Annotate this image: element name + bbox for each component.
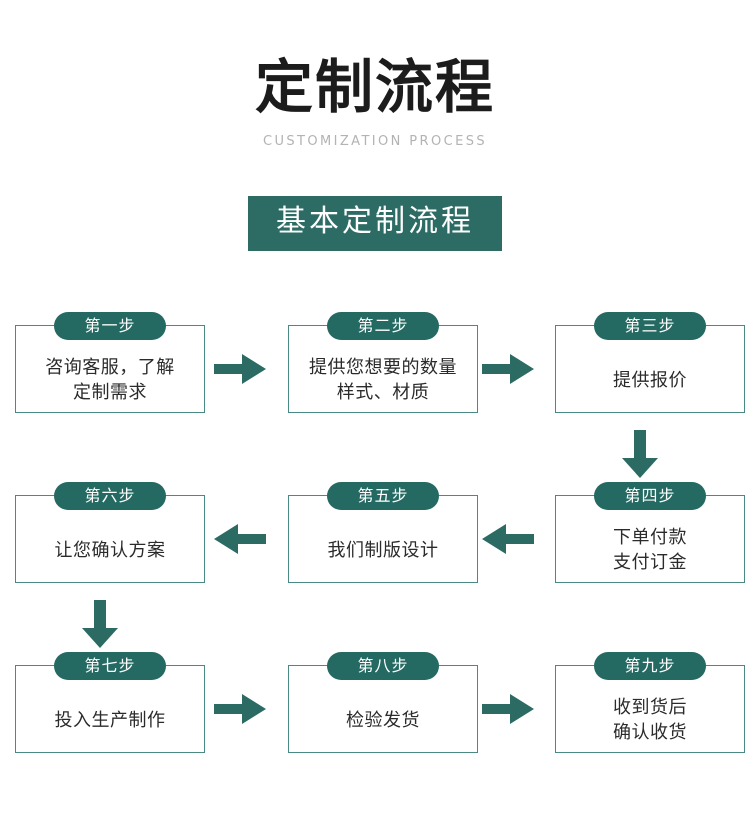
step-badge-4: 第四步 — [594, 482, 706, 510]
section-banner-wrap: 基本定制流程 — [0, 196, 750, 251]
step-badge-6: 第六步 — [54, 482, 166, 510]
step-badge-9: 第九步 — [594, 652, 706, 680]
flow-step-4[interactable]: 第四步 下单付款 支付订金 — [555, 482, 745, 583]
step-text-5: 我们制版设计 — [327, 539, 439, 561]
arrow-right-icon — [480, 690, 536, 728]
flow-step-2[interactable]: 第二步 提供您想要的数量 样式、材质 — [288, 312, 478, 413]
step-text-8: 检验发货 — [346, 709, 420, 731]
step-badge-5: 第五步 — [327, 482, 439, 510]
section-banner: 基本定制流程 — [248, 196, 502, 251]
flow-step-7[interactable]: 第七步 投入生产制作 — [15, 652, 205, 753]
step-text-9: 收到货后 确认收货 — [613, 697, 687, 743]
step-badge-1: 第一步 — [54, 312, 166, 340]
flow-step-8[interactable]: 第八步 检验发货 — [288, 652, 478, 753]
page-subtitle: CUSTOMIZATION PROCESS — [262, 134, 488, 149]
step-text-6: 让您确认方案 — [54, 539, 166, 561]
arrow-right-icon — [480, 350, 536, 388]
step-text-2: 提供您想要的数量 样式、材质 — [309, 357, 457, 403]
step-text-1: 咨询客服，了解 定制需求 — [45, 357, 175, 403]
step-text-3: 提供报价 — [613, 369, 687, 391]
step-text-7: 投入生产制作 — [54, 709, 166, 731]
arrow-left-icon — [480, 520, 536, 558]
page-header: 定制流程 CUSTOMIZATION PROCESS — [0, 0, 750, 149]
step-badge-8: 第八步 — [327, 652, 439, 680]
step-badge-2: 第二步 — [327, 312, 439, 340]
flow-step-3[interactable]: 第三步 提供报价 — [555, 312, 745, 413]
flow-diagram: 第一步 咨询客服，了解 定制需求 第二步 提供您想要的数量 样式、材质 第三步 … — [0, 300, 750, 770]
step-badge-7: 第七步 — [54, 652, 166, 680]
arrow-right-icon — [212, 690, 268, 728]
page-title: 定制流程 — [254, 53, 495, 121]
flow-step-1[interactable]: 第一步 咨询客服，了解 定制需求 — [15, 312, 205, 413]
arrow-right-icon — [212, 350, 268, 388]
step-text-4: 下单付款 支付订金 — [613, 527, 687, 573]
arrow-down-icon — [80, 598, 120, 650]
flow-step-6[interactable]: 第六步 让您确认方案 — [15, 482, 205, 583]
arrow-down-icon — [620, 428, 660, 480]
arrow-left-icon — [212, 520, 268, 558]
flow-step-5[interactable]: 第五步 我们制版设计 — [288, 482, 478, 583]
step-badge-3: 第三步 — [594, 312, 706, 340]
flow-step-9[interactable]: 第九步 收到货后 确认收货 — [555, 652, 745, 753]
